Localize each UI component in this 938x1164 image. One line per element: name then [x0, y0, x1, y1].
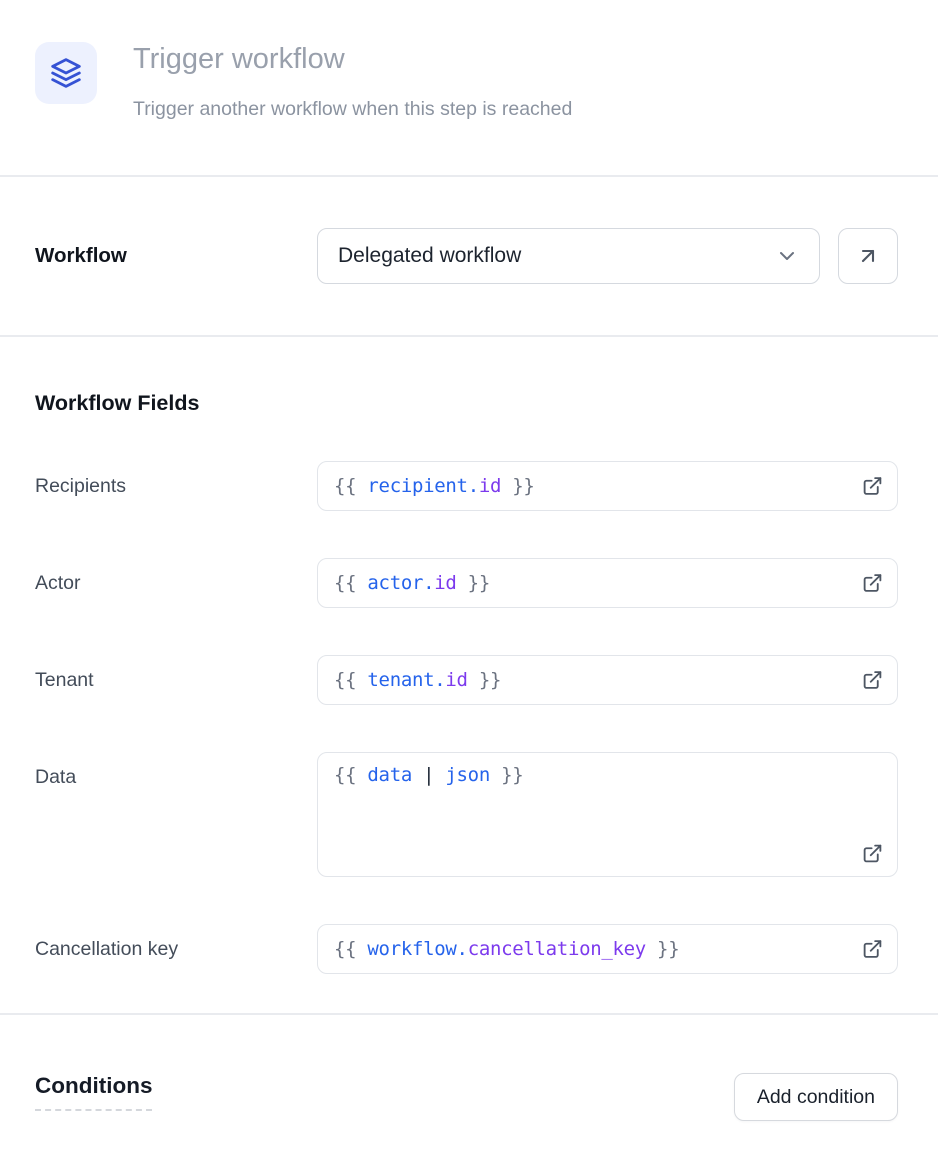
step-subtitle: Trigger another workflow when this step … — [133, 97, 573, 120]
chevron-down-icon — [775, 244, 799, 268]
tenant-input[interactable]: {{ tenant.id }} — [317, 655, 898, 705]
tenant-label: Tenant — [35, 668, 94, 691]
data-value: {{ data | json }} — [334, 764, 524, 786]
recipients-input[interactable]: {{ recipient.id }} — [317, 461, 898, 511]
data-input[interactable]: {{ data | json }} — [317, 752, 898, 877]
field-row-data: Data {{ data | json }} — [35, 752, 898, 877]
external-link-icon[interactable] — [862, 670, 883, 691]
step-title[interactable]: Trigger workflow — [133, 43, 345, 75]
workflow-label: Workflow — [35, 244, 127, 267]
workflow-select-row: Workflow Delegated workflow — [0, 177, 938, 337]
recipients-value: {{ recipient.id }} — [334, 475, 535, 497]
external-link-icon[interactable] — [862, 573, 883, 594]
conditions-section: Conditions Add condition — [0, 1015, 938, 1164]
step-header: Trigger workflow Trigger another workflo… — [0, 0, 938, 177]
actor-label: Actor — [35, 571, 81, 594]
external-link-icon[interactable] — [862, 939, 883, 960]
external-link-icon[interactable] — [862, 476, 883, 497]
arrow-up-right-icon — [856, 244, 880, 268]
cancellation-key-value: {{ workflow.cancellation_key }} — [334, 938, 680, 960]
actor-value: {{ actor.id }} — [334, 572, 490, 594]
field-row-actor: Actor {{ actor.id }} — [35, 558, 898, 608]
add-condition-button[interactable]: Add condition — [733, 1073, 898, 1121]
field-row-tenant: Tenant {{ tenant.id }} — [35, 655, 898, 705]
data-label: Data — [35, 766, 77, 788]
step-icon-box — [35, 42, 97, 104]
workflow-fields-section: Workflow Fields Recipients {{ recipient.… — [0, 337, 938, 1015]
conditions-heading: Conditions — [35, 1073, 153, 1111]
workflow-select[interactable]: Delegated workflow — [317, 228, 820, 284]
field-row-recipients: Recipients {{ recipient.id }} — [35, 461, 898, 511]
workflow-selected-value: Delegated workflow — [338, 244, 522, 267]
workflow-fields-heading: Workflow Fields — [35, 391, 200, 415]
recipients-label: Recipients — [35, 474, 127, 497]
cancellation-key-label: Cancellation key — [35, 937, 179, 960]
tenant-value: {{ tenant.id }} — [334, 669, 502, 691]
external-link-icon[interactable] — [862, 843, 883, 864]
open-workflow-button[interactable] — [838, 228, 898, 284]
layers-icon — [50, 57, 82, 89]
actor-input[interactable]: {{ actor.id }} — [317, 558, 898, 608]
cancellation-key-input[interactable]: {{ workflow.cancellation_key }} — [317, 924, 898, 974]
field-row-cancellation-key: Cancellation key {{ workflow.cancellatio… — [35, 924, 898, 974]
